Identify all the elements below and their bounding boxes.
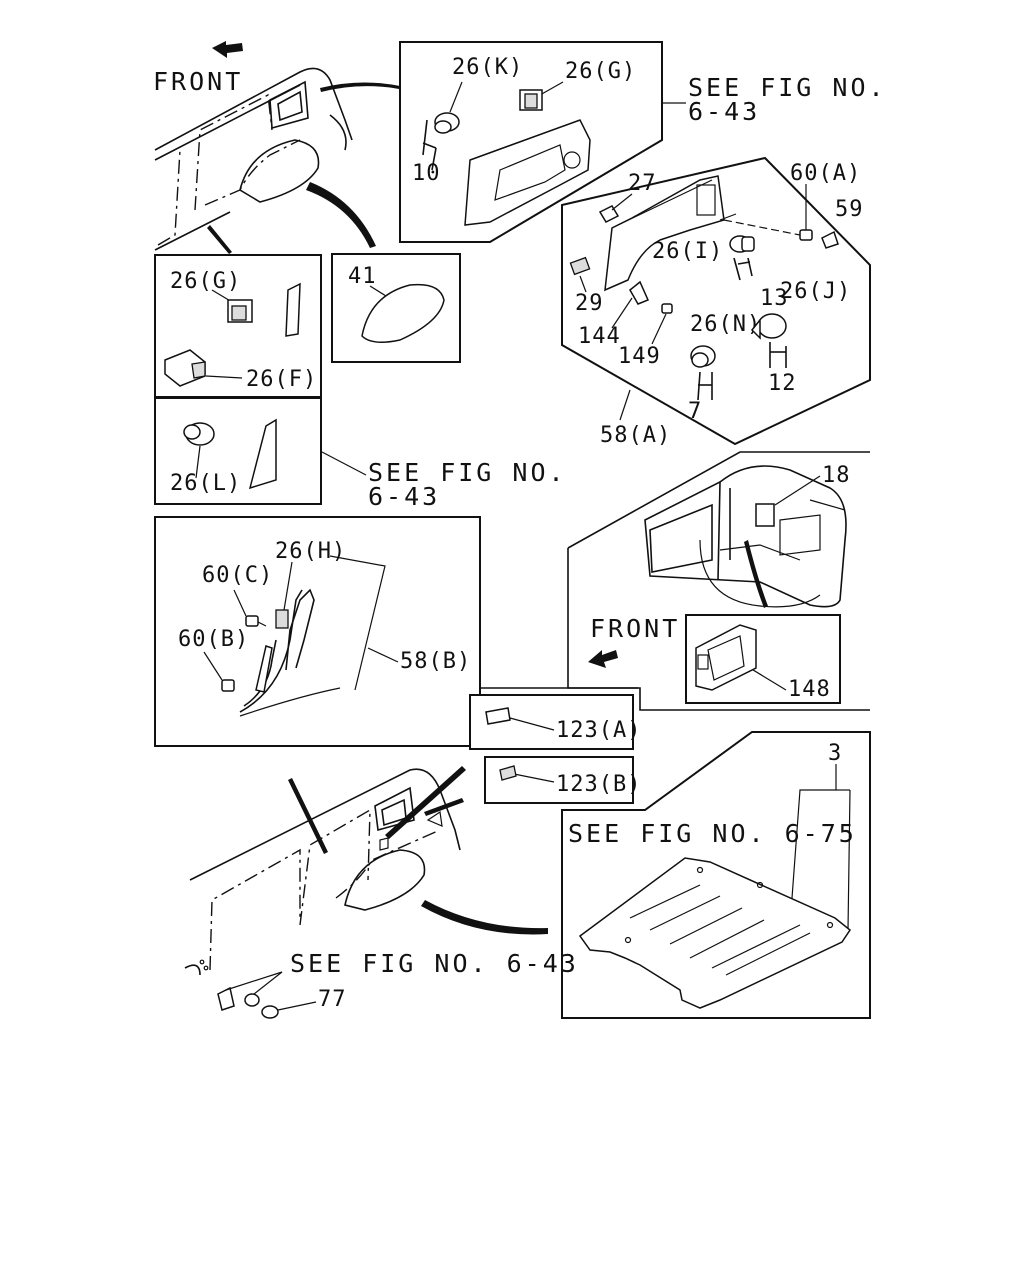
callout-77: 77 bbox=[318, 987, 347, 1012]
callout-58b: 58(B) bbox=[400, 649, 471, 674]
box-rear-vehicle-18: 18 bbox=[567, 451, 870, 711]
pointer-bottom-2 bbox=[385, 766, 466, 839]
callout-26l: 26(L) bbox=[170, 471, 241, 496]
pointer-arc-41 bbox=[306, 182, 376, 248]
clip-26g-icon bbox=[519, 89, 543, 111]
nut-59-icon bbox=[821, 230, 839, 249]
floor-mat-icon bbox=[578, 857, 852, 1009]
clip-26i-icon bbox=[729, 235, 755, 281]
box-trim-58b: 26(H) 60(C) 60(B) 58(B) bbox=[154, 516, 638, 747]
callout-3: 3 bbox=[828, 741, 842, 766]
pointer-bottom-1 bbox=[288, 778, 328, 854]
clip-26k-icon bbox=[422, 112, 460, 171]
front-arrow-mid bbox=[588, 650, 618, 668]
box-floor-mat-3: 3 SEE FIG NO. 6-75 bbox=[561, 731, 871, 1019]
front-label-mid: FRONT bbox=[590, 614, 680, 643]
callout-60b: 60(B) bbox=[178, 627, 249, 652]
callout-26g-top: 26(G) bbox=[565, 59, 636, 84]
clip-26f-icon bbox=[164, 349, 206, 387]
callout-148: 148 bbox=[788, 677, 831, 702]
callout-60c: 60(C) bbox=[202, 563, 273, 588]
box-trim-148: 148 bbox=[685, 614, 841, 704]
callout-41: 41 bbox=[348, 264, 377, 289]
front-arrow-top bbox=[212, 41, 243, 58]
clip-bottom-icon bbox=[244, 993, 260, 1007]
bottom-fasteners bbox=[217, 971, 317, 1019]
bracket-bottom-icon bbox=[217, 986, 235, 1011]
callout-26f: 26(F) bbox=[246, 367, 317, 392]
screw-60c-icon bbox=[245, 615, 267, 627]
callout-27: 27 bbox=[628, 171, 657, 196]
callout-123b: 123(B) bbox=[556, 772, 641, 797]
callout-26j: 26(J) bbox=[780, 279, 851, 304]
callout-26n: 26(N) bbox=[690, 312, 761, 337]
callout-123a: 123(A) bbox=[556, 718, 641, 743]
see-fig-bottom: SEE FIG NO. 6-43 bbox=[290, 949, 579, 978]
callout-144: 144 bbox=[578, 324, 621, 349]
see-fig-top-num: 6-43 bbox=[688, 97, 760, 126]
see-fig-floor: SEE FIG NO. 6-75 bbox=[568, 819, 857, 848]
callout-13: 13 bbox=[760, 286, 789, 311]
see-fig-top: SEE FIG NO. bbox=[688, 73, 887, 102]
callout-26k: 26(K) bbox=[452, 55, 523, 80]
callout-10: 10 bbox=[412, 161, 441, 186]
pointer-bottom-3 bbox=[424, 798, 464, 816]
box-rear-trim-58a: 27 60(A) 59 26(I) 29 13 26(J) 144 26(N) … bbox=[561, 156, 871, 448]
box-wheelhouse-41: 41 bbox=[331, 253, 461, 363]
vehicle-side-bottom bbox=[184, 768, 461, 976]
vehicle-side-top bbox=[154, 67, 353, 251]
clip-26l-icon bbox=[183, 422, 215, 446]
bracket-144-icon bbox=[629, 280, 650, 305]
trim-strip-icon bbox=[285, 282, 301, 337]
callout-59: 59 bbox=[835, 197, 864, 222]
clip-26j-icon bbox=[750, 313, 787, 368]
screw-149-icon bbox=[651, 303, 673, 345]
clip-26n-icon bbox=[690, 345, 716, 401]
pad-123b-icon bbox=[499, 765, 517, 781]
pointer-arc-left bbox=[207, 225, 232, 254]
trim-58b-icon bbox=[239, 588, 341, 717]
rear-vehicle-body bbox=[644, 465, 847, 608]
clip-29-icon bbox=[569, 256, 591, 293]
callout-149: 149 bbox=[618, 344, 661, 369]
front-label-top: FRONT bbox=[153, 67, 243, 96]
callout-58a: 58(A) bbox=[600, 423, 671, 448]
clip-26h-icon bbox=[275, 609, 289, 629]
callout-26h: 26(H) bbox=[275, 539, 346, 564]
callout-7: 7 bbox=[688, 399, 702, 424]
callout-60a: 60(A) bbox=[790, 161, 861, 186]
pad-123a-icon bbox=[485, 707, 511, 725]
see-fig-left: SEE FIG NO. bbox=[368, 458, 567, 487]
quarter-trim-panel bbox=[464, 119, 591, 226]
box-clips-26g-26f: 26(G) 26(F) bbox=[154, 254, 322, 398]
box-part-123a: 123(A) bbox=[469, 694, 641, 750]
clip-27-icon bbox=[598, 205, 620, 223]
clip-26g-left-icon bbox=[227, 299, 253, 323]
box-part-123b: 123(B) bbox=[484, 756, 641, 804]
box-clip-26l: 26(L) bbox=[154, 397, 322, 505]
callout-12: 12 bbox=[768, 371, 797, 396]
callout-26g-left: 26(G) bbox=[170, 269, 241, 294]
callout-26i: 26(I) bbox=[652, 239, 723, 264]
screw-60a-icon bbox=[799, 184, 813, 241]
rear-trim-panel bbox=[604, 175, 737, 292]
box-quarter-trim-top: 26(K) 26(G) 10 bbox=[399, 41, 663, 243]
pointer-arc-floor bbox=[421, 900, 548, 935]
screw-77-icon bbox=[261, 1005, 279, 1019]
see-fig-left-num: 6-43 bbox=[368, 482, 440, 511]
pointer-arc-top bbox=[320, 82, 400, 92]
screw-60b-icon bbox=[221, 679, 235, 692]
callout-18: 18 bbox=[822, 463, 851, 488]
pillar-trim-icon bbox=[248, 418, 277, 490]
callout-29: 29 bbox=[575, 291, 604, 316]
